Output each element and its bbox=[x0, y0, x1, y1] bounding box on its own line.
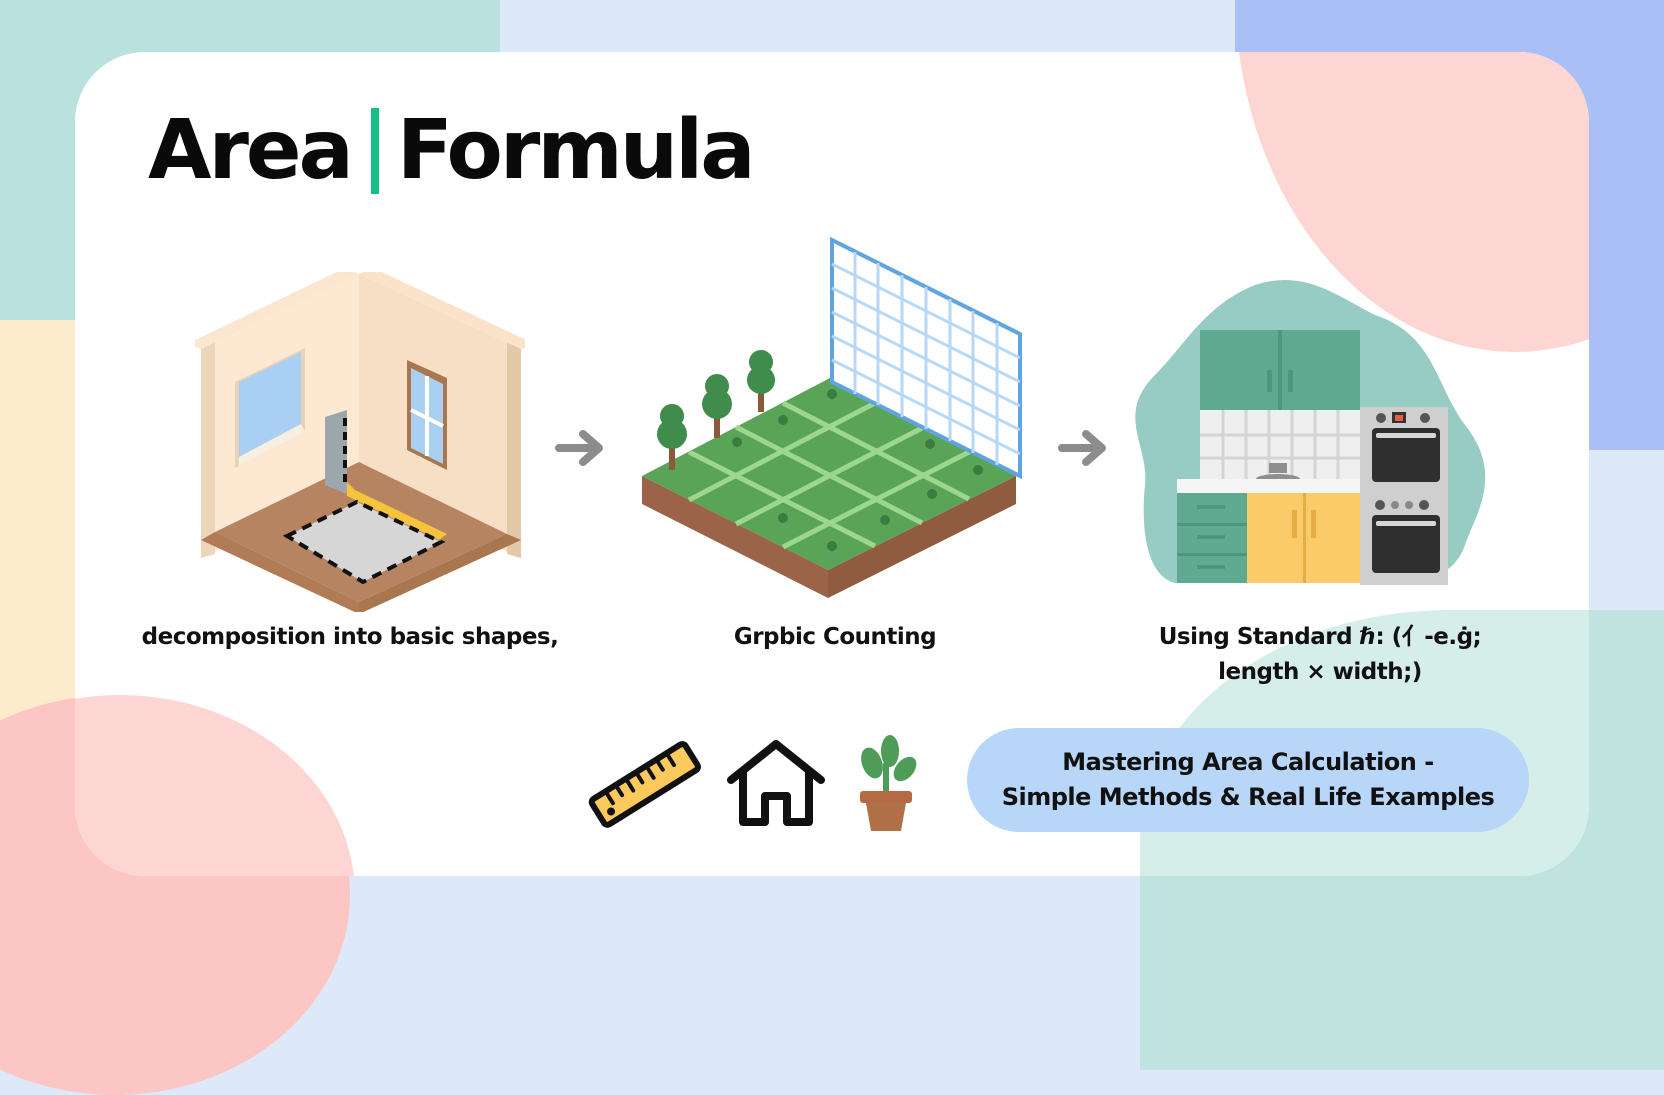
banner-line-2: Simple Methods & Real Life Examples bbox=[1001, 783, 1495, 811]
step-caption-decomposition: decomposition into basic shapes, bbox=[141, 624, 559, 650]
card-pink-blob-bottom-left bbox=[75, 695, 355, 876]
kitchen-illustration bbox=[1135, 280, 1486, 585]
banner-line-1: Mastering Area Calculation - bbox=[1062, 748, 1434, 776]
ruler-icon bbox=[588, 741, 701, 828]
step-caption-standard-formula: Using Standard ℏ: (⺅-e.ġ; length × width… bbox=[1120, 620, 1520, 690]
title-word-area: Area bbox=[148, 103, 354, 198]
arrow-right-icon bbox=[555, 430, 603, 466]
caption-line-1: Using Standard ℏ: (⺅-e.ġ; bbox=[1158, 624, 1482, 650]
arrow-right-icon bbox=[1058, 430, 1106, 466]
caption-line-2: length × width;) bbox=[1218, 659, 1422, 685]
potted-plant-icon bbox=[860, 735, 917, 831]
room-illustration bbox=[195, 272, 525, 612]
title-word-formula: Formula bbox=[396, 103, 756, 198]
house-icon bbox=[727, 740, 825, 826]
step-caption-grid-counting: Grpbic Counting bbox=[733, 624, 937, 650]
title-separator bbox=[370, 108, 379, 194]
page-title: Area Formula bbox=[148, 103, 756, 198]
summary-banner: Mastering Area Calculation - Simple Meth… bbox=[967, 728, 1529, 832]
grid-lawn-illustration bbox=[642, 236, 1022, 598]
